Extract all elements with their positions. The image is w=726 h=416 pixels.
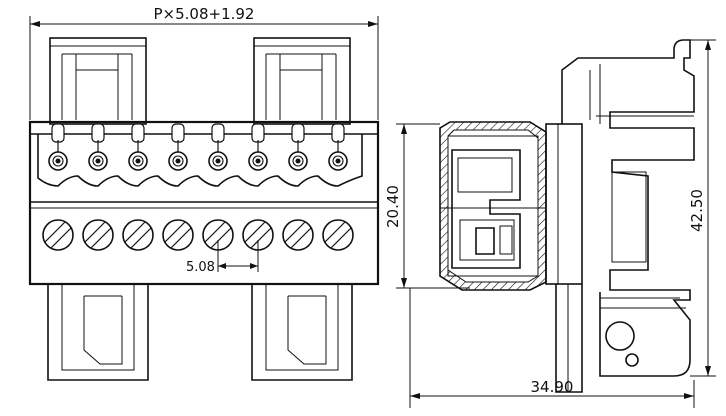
pitch-dimension: 5.08 xyxy=(186,240,259,275)
front-view: P×5.08+1.92 5.08 xyxy=(28,5,380,381)
pin-socket xyxy=(55,158,61,164)
connector-body xyxy=(28,120,380,286)
pin-socket xyxy=(335,158,341,164)
screw-head xyxy=(162,219,194,251)
pin-socket xyxy=(95,158,101,164)
screw-slot xyxy=(84,221,106,243)
screw-slot xyxy=(204,221,226,243)
screw-slot xyxy=(330,227,352,249)
pin-socket xyxy=(295,158,301,164)
screw-slot xyxy=(210,227,232,249)
top-width-label: P×5.08+1.92 xyxy=(154,5,255,23)
pin-socket xyxy=(215,158,221,164)
lower-latch-left xyxy=(47,284,149,381)
height-right-dimension: 42.50 xyxy=(688,39,716,377)
pin-tab xyxy=(131,123,145,143)
pin-socket xyxy=(135,158,141,164)
screw-slot xyxy=(250,227,272,249)
screw-slot xyxy=(284,221,306,243)
screw-slot xyxy=(50,227,72,249)
screw-head xyxy=(82,219,114,251)
screw-slot xyxy=(124,221,146,243)
depth-label: 34.90 xyxy=(531,378,574,396)
screw-slot xyxy=(164,221,186,243)
height-left-label: 20.40 xyxy=(384,185,402,228)
screw-slot xyxy=(290,227,312,249)
pin-tab xyxy=(51,123,65,143)
pin-row xyxy=(48,123,348,171)
screw-head xyxy=(42,219,74,251)
pin-socket xyxy=(255,158,261,164)
pin-tab xyxy=(211,123,225,143)
screw-slot xyxy=(324,221,346,243)
depth-dimension: 34.90 xyxy=(409,288,695,408)
screw-slot xyxy=(44,221,66,243)
screw-head xyxy=(282,219,314,251)
screw-head xyxy=(322,219,354,251)
upper-latch-right xyxy=(253,37,351,125)
pin-tab xyxy=(171,123,185,143)
pin-tab xyxy=(331,123,345,143)
cross-section xyxy=(439,121,547,291)
screw-slot xyxy=(130,227,152,249)
screw-head xyxy=(122,219,154,251)
screw-row xyxy=(42,219,354,251)
screw-slot xyxy=(170,227,192,249)
pin-tab xyxy=(291,123,305,143)
screw-slot xyxy=(90,227,112,249)
din-rail-adapter xyxy=(561,39,695,377)
height-right-label: 42.50 xyxy=(688,189,706,232)
pin-tab xyxy=(251,123,265,143)
pin-tab xyxy=(91,123,105,143)
pin-socket xyxy=(175,158,181,164)
height-left-dimension: 20.40 xyxy=(384,123,470,289)
top-width-dimension: P×5.08+1.92 xyxy=(29,5,379,120)
upper-latch-left xyxy=(49,37,147,125)
pitch-label: 5.08 xyxy=(186,260,215,275)
screw-slot xyxy=(244,221,266,243)
side-view: 20.40 xyxy=(384,39,716,408)
lower-latch-right xyxy=(251,284,353,381)
mounting-plate xyxy=(545,123,583,393)
